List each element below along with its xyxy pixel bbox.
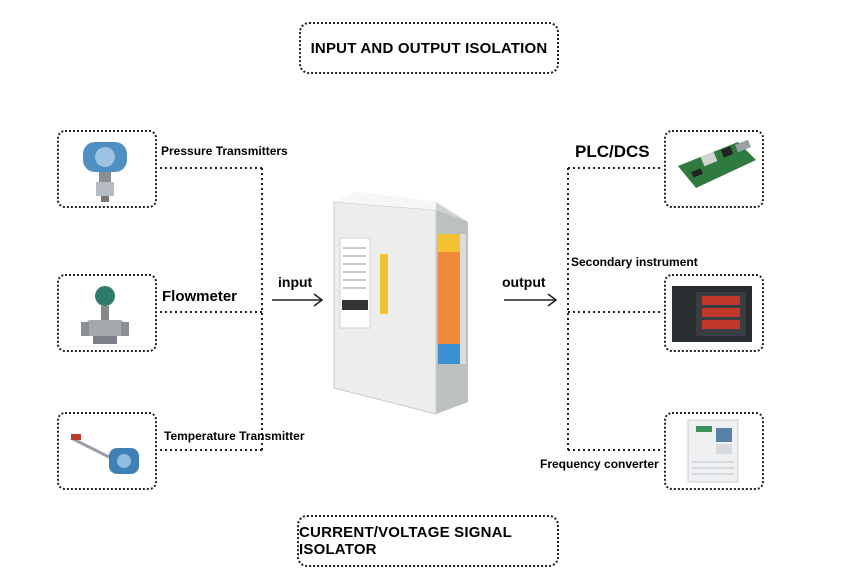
label-flowmeter: Flowmeter — [162, 288, 238, 305]
output-arrow — [504, 293, 558, 307]
plc-box — [664, 130, 764, 208]
label-pressure-transmitters: Pressure Transmitters — [161, 144, 288, 158]
pressure-transmitter-box — [57, 130, 157, 208]
title-top: INPUT AND OUTPUT ISOLATION — [299, 22, 559, 74]
title-bottom: CURRENT/VOLTAGE SIGNAL ISOLATOR — [297, 515, 559, 567]
frequency-converter-image — [687, 419, 739, 483]
flowmeter-image — [81, 286, 129, 344]
panel-meter-image — [672, 286, 752, 342]
input-label: input — [278, 274, 313, 290]
pressure-transmitter-image — [83, 142, 127, 202]
label-secondary-instrument: Secondary instrument — [571, 255, 698, 269]
label-frequency-converter: Frequency converter — [540, 457, 659, 471]
flowmeter-box — [57, 274, 157, 352]
signal-isolator-device — [333, 192, 468, 415]
frequency-converter-box — [664, 412, 764, 490]
plc-board-image — [678, 139, 756, 188]
temperature-transmitter-box — [57, 412, 157, 490]
input-arrow — [272, 293, 324, 307]
secondary-instrument-box — [664, 274, 764, 352]
output-label: output — [502, 274, 546, 290]
temperature-transmitter-image — [70, 434, 139, 474]
label-temperature-transmitter: Temperature Transmitter — [164, 429, 305, 443]
label-plc-dcs: PLC/DCS — [575, 142, 650, 161]
